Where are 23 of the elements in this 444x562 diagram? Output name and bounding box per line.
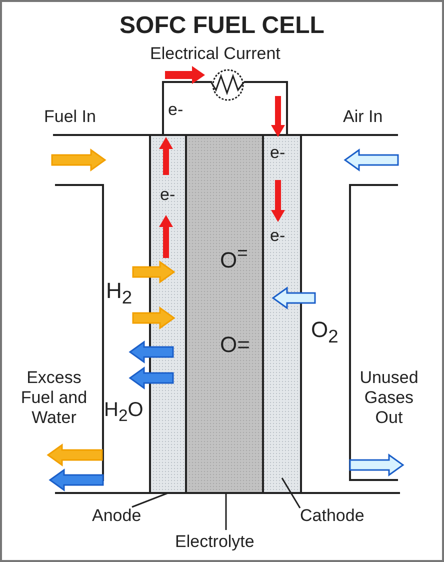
electron-label: e- (270, 226, 286, 246)
diagram-title: SOFC FUEL CELL (118, 12, 326, 40)
part-label: Anode (92, 506, 142, 526)
ion-label: O= (220, 332, 250, 358)
flow-label: Unused Gases Out (358, 368, 420, 428)
leader-line (281, 478, 301, 508)
electron-label: e- (168, 100, 184, 120)
flow-label: Excess Fuel and Water (20, 368, 88, 428)
ion-label: O$^{=}$ (220, 241, 248, 274)
gas-label: O$_{2}$ (311, 317, 338, 348)
electron-label: e- (270, 143, 286, 163)
cathode-layer (262, 134, 302, 494)
gas-label: H$_{2}$O (104, 398, 144, 427)
electrolyte-layer (185, 134, 264, 494)
electron-label: e- (160, 185, 176, 205)
leader-line (225, 493, 227, 530)
leader-line (132, 492, 168, 508)
circuit-label: Electrical Current (150, 44, 280, 64)
gas-label: H$_{2}$ (106, 278, 132, 310)
flow-label: Fuel In (44, 107, 96, 127)
part-label: Cathode (300, 506, 364, 526)
flow-label: Air In (343, 107, 383, 127)
part-label: Electrolyte (175, 532, 254, 552)
